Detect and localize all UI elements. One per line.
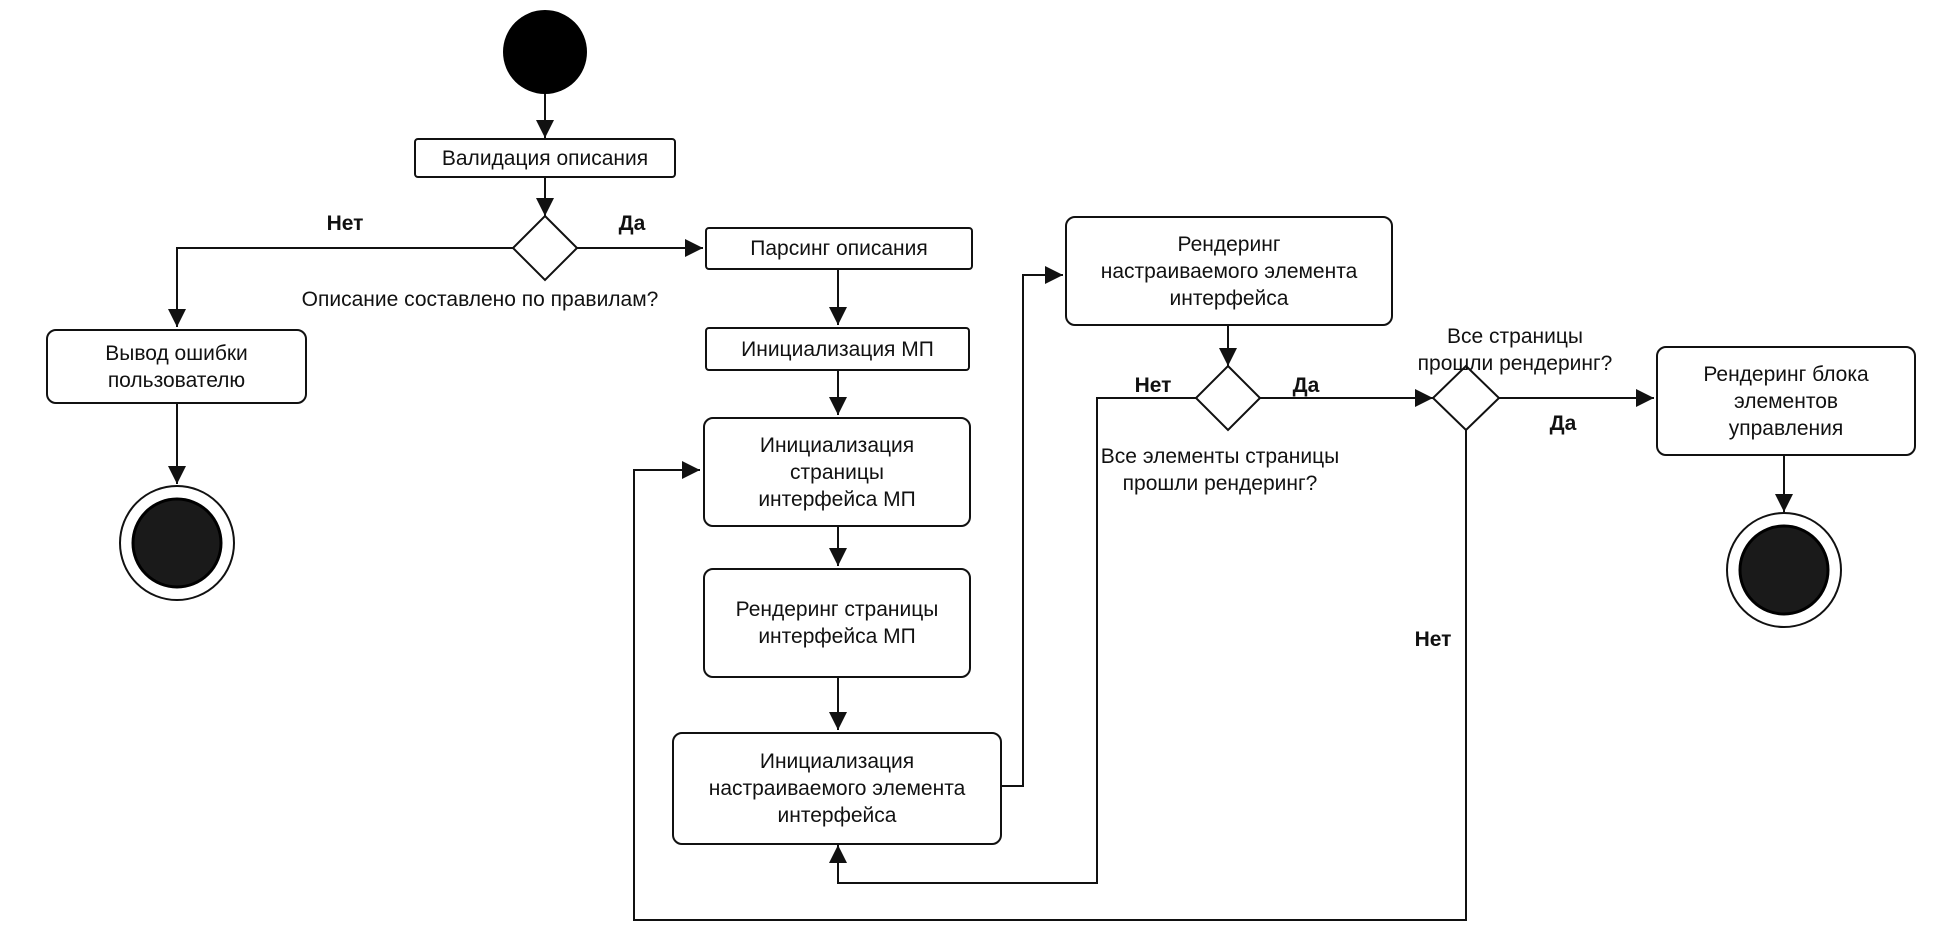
start-node <box>503 10 587 94</box>
node-validation: Валидация описания <box>414 138 676 178</box>
node-init-mp: Инициализация МП <box>705 327 970 371</box>
node-render-page: Рендеринг страницы интерфейса МП <box>703 568 971 678</box>
branch-no-pages: Нет <box>1414 628 1452 651</box>
decision-rules-label: Описание составлено по правилам? <box>301 288 659 311</box>
branch-yes-elements: Да <box>1292 374 1320 397</box>
edge-initelement-renderelement <box>1002 266 1063 787</box>
branch-yes-pages: Да <box>1549 412 1577 435</box>
node-render-element: Рендеринг настраиваемого элемента интерф… <box>1065 216 1393 326</box>
decision-pages-label: Все страницы прошли рендеринг? <box>1417 325 1613 375</box>
node-render-controls: Рендеринг блока элементов управления <box>1656 346 1916 456</box>
edge-decision3-no-loop <box>633 430 1467 921</box>
edge-decision2-no-loop <box>829 397 1197 884</box>
decision-elements <box>1194 364 1262 432</box>
node-init-element: Инициализация настраиваемого элемента ин… <box>672 732 1002 845</box>
branch-yes-rules: Да <box>618 212 646 235</box>
node-parsing: Парсинг описания <box>705 227 973 270</box>
node-init-page: Инициализация страницы интерфейса МП <box>703 417 971 527</box>
branch-no-elements: Нет <box>1134 374 1172 397</box>
branch-no-rules: Нет <box>326 212 364 235</box>
node-error-output: Вывод ошибки пользователю <box>46 329 307 404</box>
decision-rules <box>511 214 579 282</box>
edge-decision-no-error <box>168 247 513 327</box>
decision-pages <box>1431 364 1501 432</box>
decision-elements-label: Все элементы страницы прошли рендеринг? <box>1100 445 1340 495</box>
